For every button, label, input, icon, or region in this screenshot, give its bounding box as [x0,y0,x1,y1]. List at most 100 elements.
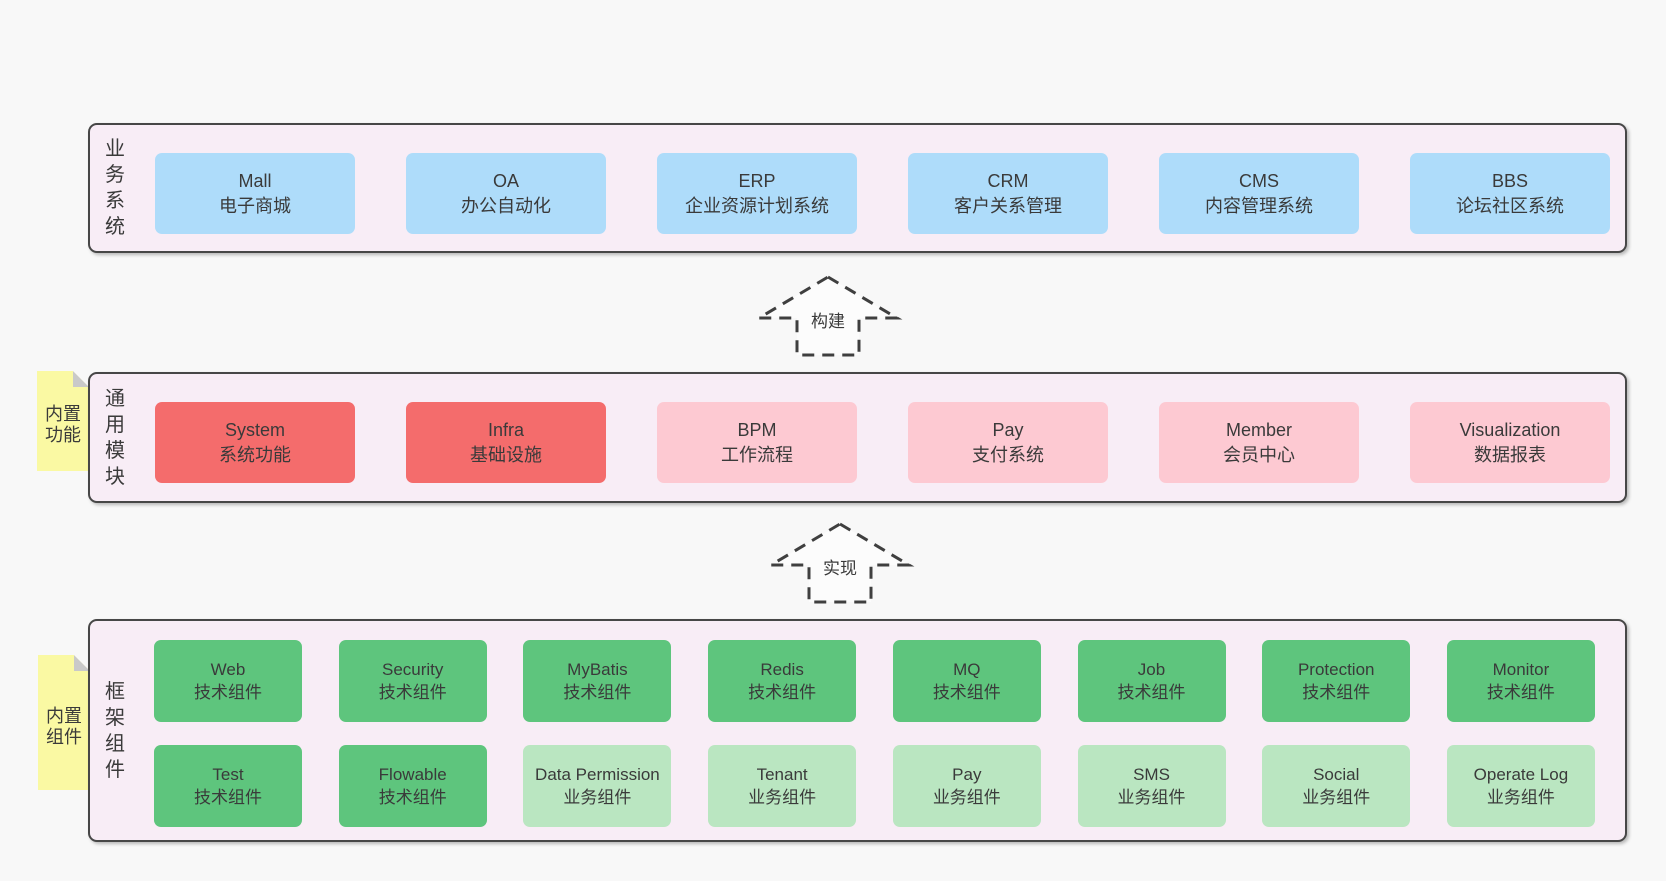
module-desc: 技术组件 [194,683,262,702]
module-name: Member [1225,419,1292,440]
module-name: Protection [1297,660,1375,679]
module-box-oa: OA 办公自动化 [406,153,606,234]
module-desc: 技术组件 [748,683,817,702]
sticky-note-label: 内置组件 [46,705,82,747]
module-desc: 企业资源计划系统 [685,195,829,216]
module-box-member: Member 会员中心 [1159,402,1359,483]
module-box-sms: SMS 业务组件 [1077,745,1226,827]
band-label: 业务系统 [105,138,125,238]
arrow-label: 实现 [820,557,860,581]
band-rows: System 系统功能 Infra 基础设施 BPM 工作流程 Pay 支付系统 Member 会… [155,374,1610,501]
module-box-redis: Redis 技术组件 [708,640,857,722]
module-name: CRM [987,170,1029,191]
module-name: ERP [738,170,776,191]
module-box-mybatis: MyBatis 技术组件 [523,640,672,722]
module-desc: 业务组件 [1486,788,1555,807]
module-box-monitor: Monitor 技术组件 [1446,640,1595,722]
band-common-modules: 通用模块 System 系统功能 Infra 基础设施 BPM 工作流程 Pay 支付系统 Me… [88,372,1627,503]
module-desc: 办公自动化 [461,195,551,216]
module-desc: 技术组件 [1302,683,1371,702]
module-desc: 内容管理系统 [1205,195,1313,216]
module-name: Pay [952,765,982,784]
module-row: System 系统功能 Infra 基础设施 BPM 工作流程 Pay 支付系统 Member 会… [155,402,1610,483]
module-desc: 技术组件 [378,788,447,807]
module-box-bpm: BPM 工作流程 [657,402,857,483]
module-name: Test [212,765,244,784]
module-box-flowable: Flowable 技术组件 [338,745,487,827]
sticky-note-built-in-components: 内置组件 [38,655,90,790]
module-name: MyBatis [567,660,628,679]
module-name: Web [210,660,246,679]
module-desc: 支付系统 [972,444,1044,465]
module-name: Mall [238,170,272,191]
module-box-job: Job 技术组件 [1077,640,1226,722]
module-box-erp: ERP 企业资源计划系统 [657,153,857,234]
module-name: Job [1137,660,1166,679]
build-arrow: 构建 [753,274,903,358]
implement-arrow: 实现 [765,521,915,605]
sticky-fold-cut [74,655,90,671]
module-desc: 业务组件 [563,788,632,807]
module-box-social: Social 业务组件 [1262,745,1411,827]
module-desc: 论坛社区系统 [1456,195,1564,216]
module-name: BBS [1491,170,1529,191]
module-name: OA [492,170,519,191]
module-desc: 业务组件 [748,788,817,807]
module-desc: 技术组件 [563,683,632,702]
module-name: CMS [1239,170,1279,191]
module-box-test: Test 技术组件 [154,745,302,827]
module-desc: 会员中心 [1223,444,1295,465]
module-desc: 电子商城 [219,195,291,216]
module-desc: 技术组件 [1117,683,1186,702]
module-name: BPM [737,419,777,440]
module-desc: 技术组件 [932,683,1001,702]
module-name: Infra [487,419,525,440]
band-label: 通用模块 [105,387,125,488]
module-name: Pay [992,419,1024,440]
sticky-fold-cut [73,371,89,387]
module-name: MQ [953,660,981,679]
sticky-note-built-in-features: 内置功能 [37,371,89,471]
module-box-system: System 系统功能 [155,402,355,483]
module-desc: 系统功能 [219,444,291,465]
module-desc: 业务组件 [1302,788,1371,807]
module-desc: 技术组件 [1486,683,1555,702]
module-desc: 工作流程 [721,444,793,465]
module-name: Redis [760,660,804,679]
module-name: Monitor [1492,660,1550,679]
module-desc: 数据报表 [1474,444,1546,465]
module-desc: 基础设施 [470,444,542,465]
module-box-operate-log: Operate Log 业务组件 [1446,745,1595,827]
module-name: Visualization [1459,419,1561,440]
module-name: System [224,419,285,440]
module-desc: 业务组件 [1117,788,1186,807]
module-name: Security [381,660,444,679]
module-name: SMS [1133,765,1170,784]
module-name: Data Permission [535,765,660,784]
module-box-bbs: BBS 论坛社区系统 [1410,153,1610,234]
module-desc: 技术组件 [194,788,262,807]
module-box-mall: Mall 电子商城 [155,153,355,234]
module-box-cms: CMS 内容管理系统 [1159,153,1359,234]
module-desc: 业务组件 [932,788,1001,807]
module-box-pay: Pay 业务组件 [892,745,1041,827]
module-box-web: Web 技术组件 [154,640,302,722]
module-box-infra: Infra 基础设施 [406,402,606,483]
module-name: Social [1313,765,1360,784]
module-box-pay: Pay 支付系统 [908,402,1108,483]
arrow-label: 构建 [808,310,848,334]
band-label: 框架组件 [105,680,125,781]
module-name: Flowable [378,765,447,784]
module-box-mq: MQ 技术组件 [892,640,1041,722]
module-name: Operate Log [1473,765,1569,784]
module-box-visualization: Visualization 数据报表 [1410,402,1610,483]
